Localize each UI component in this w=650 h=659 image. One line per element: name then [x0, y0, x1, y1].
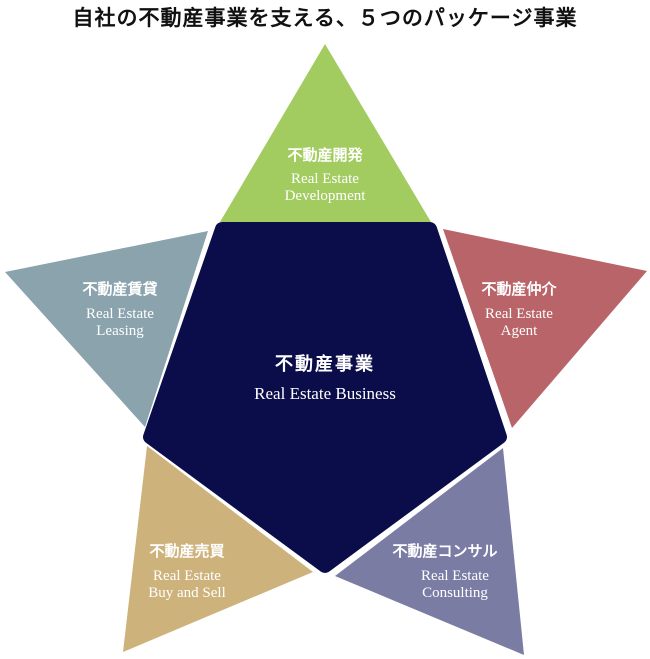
page-title: 自社の不動産事業を支える、５つのパッケージ事業	[72, 5, 578, 30]
package-consulting-en2: Consulting	[422, 585, 488, 601]
package-agent-en1: Real Estate	[485, 306, 553, 322]
package-agent: 不動産仲介 Real Estate Agent	[443, 229, 647, 428]
center-title-jp: 不動産事業	[275, 353, 375, 375]
triangle-agent	[443, 229, 647, 428]
package-development-en1: Real Estate	[291, 171, 359, 187]
package-buy-sell: 不動産売買 Real Estate Buy and Sell	[123, 446, 313, 652]
center-title-en: Real Estate Business	[254, 384, 396, 403]
center-pentagon	[143, 222, 507, 573]
package-consulting-en1: Real Estate	[421, 568, 489, 584]
triangle-development	[220, 44, 431, 222]
package-leasing-en1: Real Estate	[86, 306, 154, 322]
package-development-en2: Development	[285, 188, 367, 204]
package-agent-jp: 不動産仲介	[481, 280, 557, 298]
package-buy-sell-jp: 不動産売買	[149, 542, 224, 560]
triangle-buy-sell	[123, 446, 313, 652]
triangle-consulting	[335, 448, 524, 655]
package-agent-en2: Agent	[501, 323, 538, 339]
package-buy-sell-en2: Buy and Sell	[148, 585, 226, 601]
center-business: 不動産事業 Real Estate Business	[143, 222, 507, 573]
triangle-leasing	[5, 231, 208, 427]
package-leasing-jp: 不動産賃貸	[82, 280, 157, 298]
package-consulting-jp: 不動産コンサル	[392, 542, 497, 560]
package-development: 不動産開発 Real Estate Development	[220, 44, 431, 222]
package-buy-sell-en1: Real Estate	[153, 568, 221, 584]
package-leasing: 不動産賃貸 Real Estate Leasing	[5, 231, 208, 427]
package-development-jp: 不動産開発	[287, 146, 363, 164]
package-consulting: 不動産コンサル Real Estate Consulting	[335, 448, 524, 655]
package-leasing-en2: Leasing	[96, 323, 144, 339]
